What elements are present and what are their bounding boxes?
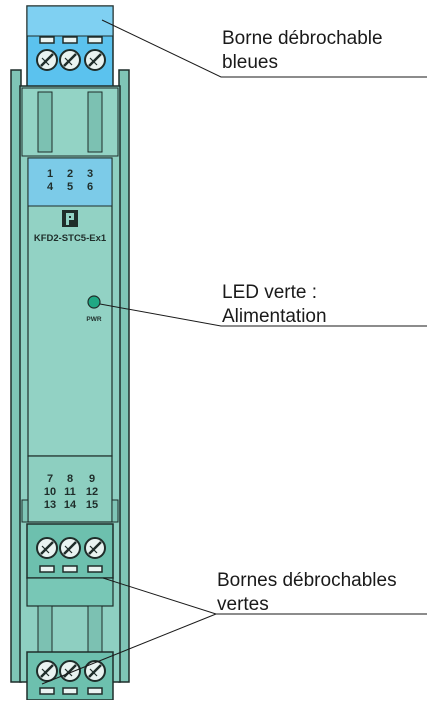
terminal-number: 10 — [44, 486, 56, 498]
terminal-number: 15 — [86, 499, 98, 511]
green-terminal-block-lower — [26, 651, 114, 701]
terminal-number: 2 — [67, 168, 73, 180]
terminal-number: 12 — [86, 486, 98, 498]
screw-icon — [83, 48, 107, 72]
terminal-number: 1 — [47, 168, 53, 180]
terminal-number: 5 — [67, 181, 73, 193]
callout-led: LED verte : Alimentation — [222, 281, 327, 329]
screw-icon — [35, 48, 59, 72]
terminal-number: 7 — [47, 473, 53, 485]
leader-lines — [41, 19, 427, 685]
callout-line: Borne débrochable — [222, 28, 383, 49]
callout-line: vertes — [217, 594, 269, 615]
terminal-number: 14 — [64, 499, 77, 511]
callout-line: Alimentation — [222, 306, 327, 327]
model-name: KFD2-STC5-Ex1 — [34, 233, 107, 244]
power-led-icon — [87, 295, 101, 309]
green-terminal-block-upper — [26, 523, 114, 607]
terminal-number: 13 — [44, 499, 56, 511]
pepperl-fuchs-logo-icon — [62, 210, 78, 227]
terminal-label-blue — [27, 157, 113, 207]
terminal-number: 8 — [67, 473, 73, 485]
terminal-number: 11 — [64, 486, 76, 498]
screw-icon — [58, 48, 82, 72]
terminal-number: 6 — [87, 181, 93, 193]
terminal-number: 3 — [87, 168, 93, 180]
led-label: PWR — [86, 316, 101, 323]
callout-green-terminals: Bornes débrochables vertes — [217, 569, 397, 617]
callout-line: bleues — [222, 52, 278, 73]
housing-lower — [37, 605, 103, 653]
callout-blue-terminal: Borne débrochable bleues — [222, 27, 383, 75]
terminal-number: 4 — [47, 181, 54, 193]
terminal-number: 9 — [89, 473, 95, 485]
blue-terminal-block — [26, 5, 114, 93]
callout-line: LED verte : — [222, 282, 318, 303]
callout-line: Bornes débrochables — [217, 570, 397, 591]
